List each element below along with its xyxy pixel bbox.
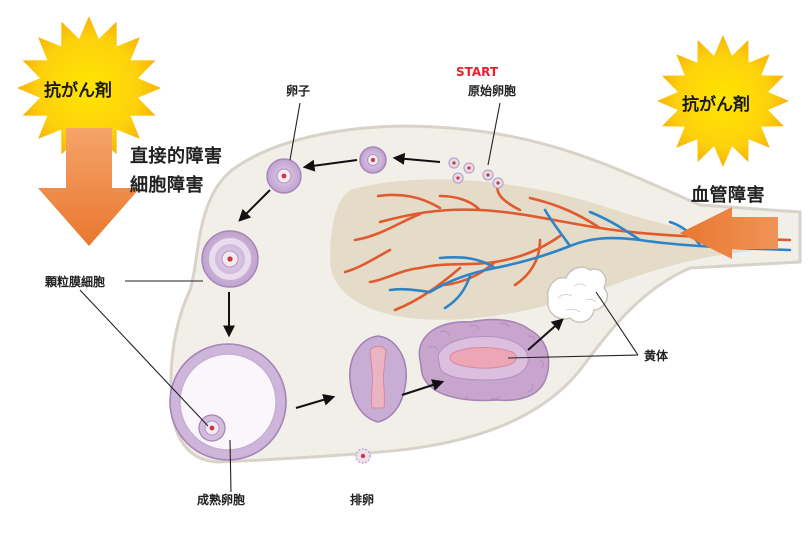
mature-follicle	[169, 343, 287, 461]
arteries	[343, 180, 792, 312]
burst-left	[17, 16, 161, 160]
ovulation-label: 排卵	[350, 493, 375, 507]
veins	[388, 208, 792, 310]
arrow-down	[38, 128, 140, 246]
antral-follicle	[201, 230, 259, 288]
primordial-follicle-label: 原始卵胞	[468, 84, 517, 98]
primary-follicle	[359, 146, 387, 174]
cell-damage-label: 細胞障害	[130, 175, 204, 196]
corpus-albicans	[547, 266, 608, 323]
direct-damage-label: 直接的障害	[130, 146, 223, 167]
mature-follicle-label: 成熟卵胞	[197, 493, 246, 507]
corpus-luteum-label: 黄体	[644, 349, 669, 363]
arrow-left	[680, 207, 778, 259]
cycle-arrows	[223, 152, 564, 409]
anticancer-label-left: 抗がん剤	[44, 81, 112, 101]
granulosa-cells-label: 顆粒膜細胞	[45, 275, 106, 289]
anticancer-label-right: 抗がん剤	[682, 95, 750, 115]
oocyte-label: 卵子	[286, 84, 311, 98]
burst-right	[657, 35, 789, 167]
ruptured-follicle	[349, 335, 407, 423]
released-oocyte	[355, 448, 371, 464]
vascular-damage-label: 血管障害	[691, 185, 765, 206]
start-label: START	[456, 65, 499, 79]
leader-lines	[79, 102, 639, 493]
primordial-follicles	[448, 157, 504, 189]
corpus-luteum	[418, 318, 550, 402]
secondary-follicle	[266, 158, 302, 194]
